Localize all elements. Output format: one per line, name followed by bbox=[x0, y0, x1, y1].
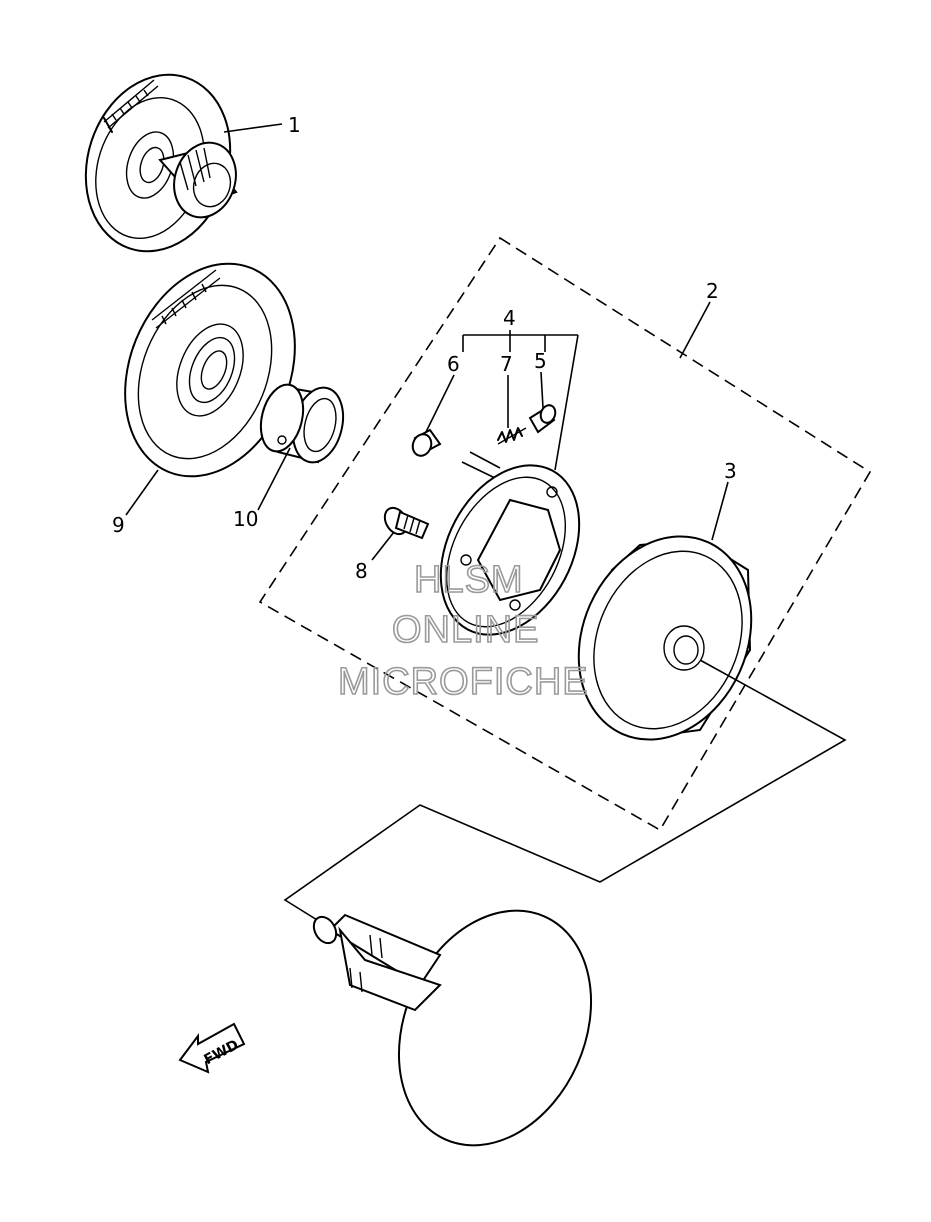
callout-7: 7 bbox=[500, 352, 513, 376]
leader-3 bbox=[711, 481, 729, 541]
part-7-spring[interactable] bbox=[497, 427, 527, 445]
leader-10 bbox=[257, 447, 291, 511]
center-axis bbox=[283, 659, 847, 929]
callout-1: 1 bbox=[288, 113, 301, 137]
callout-10: 10 bbox=[233, 507, 258, 531]
watermark-line-3: MICROFICHE bbox=[338, 661, 589, 703]
leader-9 bbox=[125, 469, 159, 516]
part-6-plunger-pin[interactable] bbox=[410, 428, 442, 458]
callout-9: 9 bbox=[112, 513, 125, 537]
leader-5 bbox=[540, 371, 544, 409]
watermark-line-2: ONLINE bbox=[392, 609, 539, 651]
assembly-boundary bbox=[258, 236, 872, 832]
fwd-arrow-icon: FWD bbox=[178, 1022, 246, 1074]
group-4-bracket bbox=[463, 330, 579, 471]
part-3-clutch-housing[interactable] bbox=[547, 509, 782, 768]
callout-4: 4 bbox=[503, 306, 516, 330]
callout-8: 8 bbox=[355, 559, 368, 583]
rotor-shaft bbox=[312, 909, 593, 1147]
leader-1 bbox=[223, 123, 283, 133]
part-5-cap[interactable] bbox=[528, 403, 558, 434]
part-9-idler-gear[interactable] bbox=[95, 238, 326, 502]
part-2-clutch-carrier[interactable] bbox=[413, 441, 607, 658]
watermark-line-1: HLSM bbox=[414, 559, 524, 601]
part-1-starter-gear[interactable] bbox=[64, 56, 253, 270]
gear-teeth bbox=[151, 269, 221, 329]
watermark: HLSM ONLINE MICROFICHE bbox=[337, 558, 589, 704]
leader-6 bbox=[425, 374, 455, 433]
gear-teeth bbox=[103, 79, 159, 129]
callout-2: 2 bbox=[706, 279, 719, 303]
leader-2 bbox=[679, 301, 711, 359]
callout-5: 5 bbox=[534, 349, 547, 373]
callout-6: 6 bbox=[447, 352, 460, 376]
leader-8 bbox=[371, 531, 395, 561]
part-8-screw[interactable] bbox=[380, 504, 430, 540]
callout-3: 3 bbox=[724, 459, 737, 483]
part-10-collar[interactable] bbox=[254, 380, 350, 468]
